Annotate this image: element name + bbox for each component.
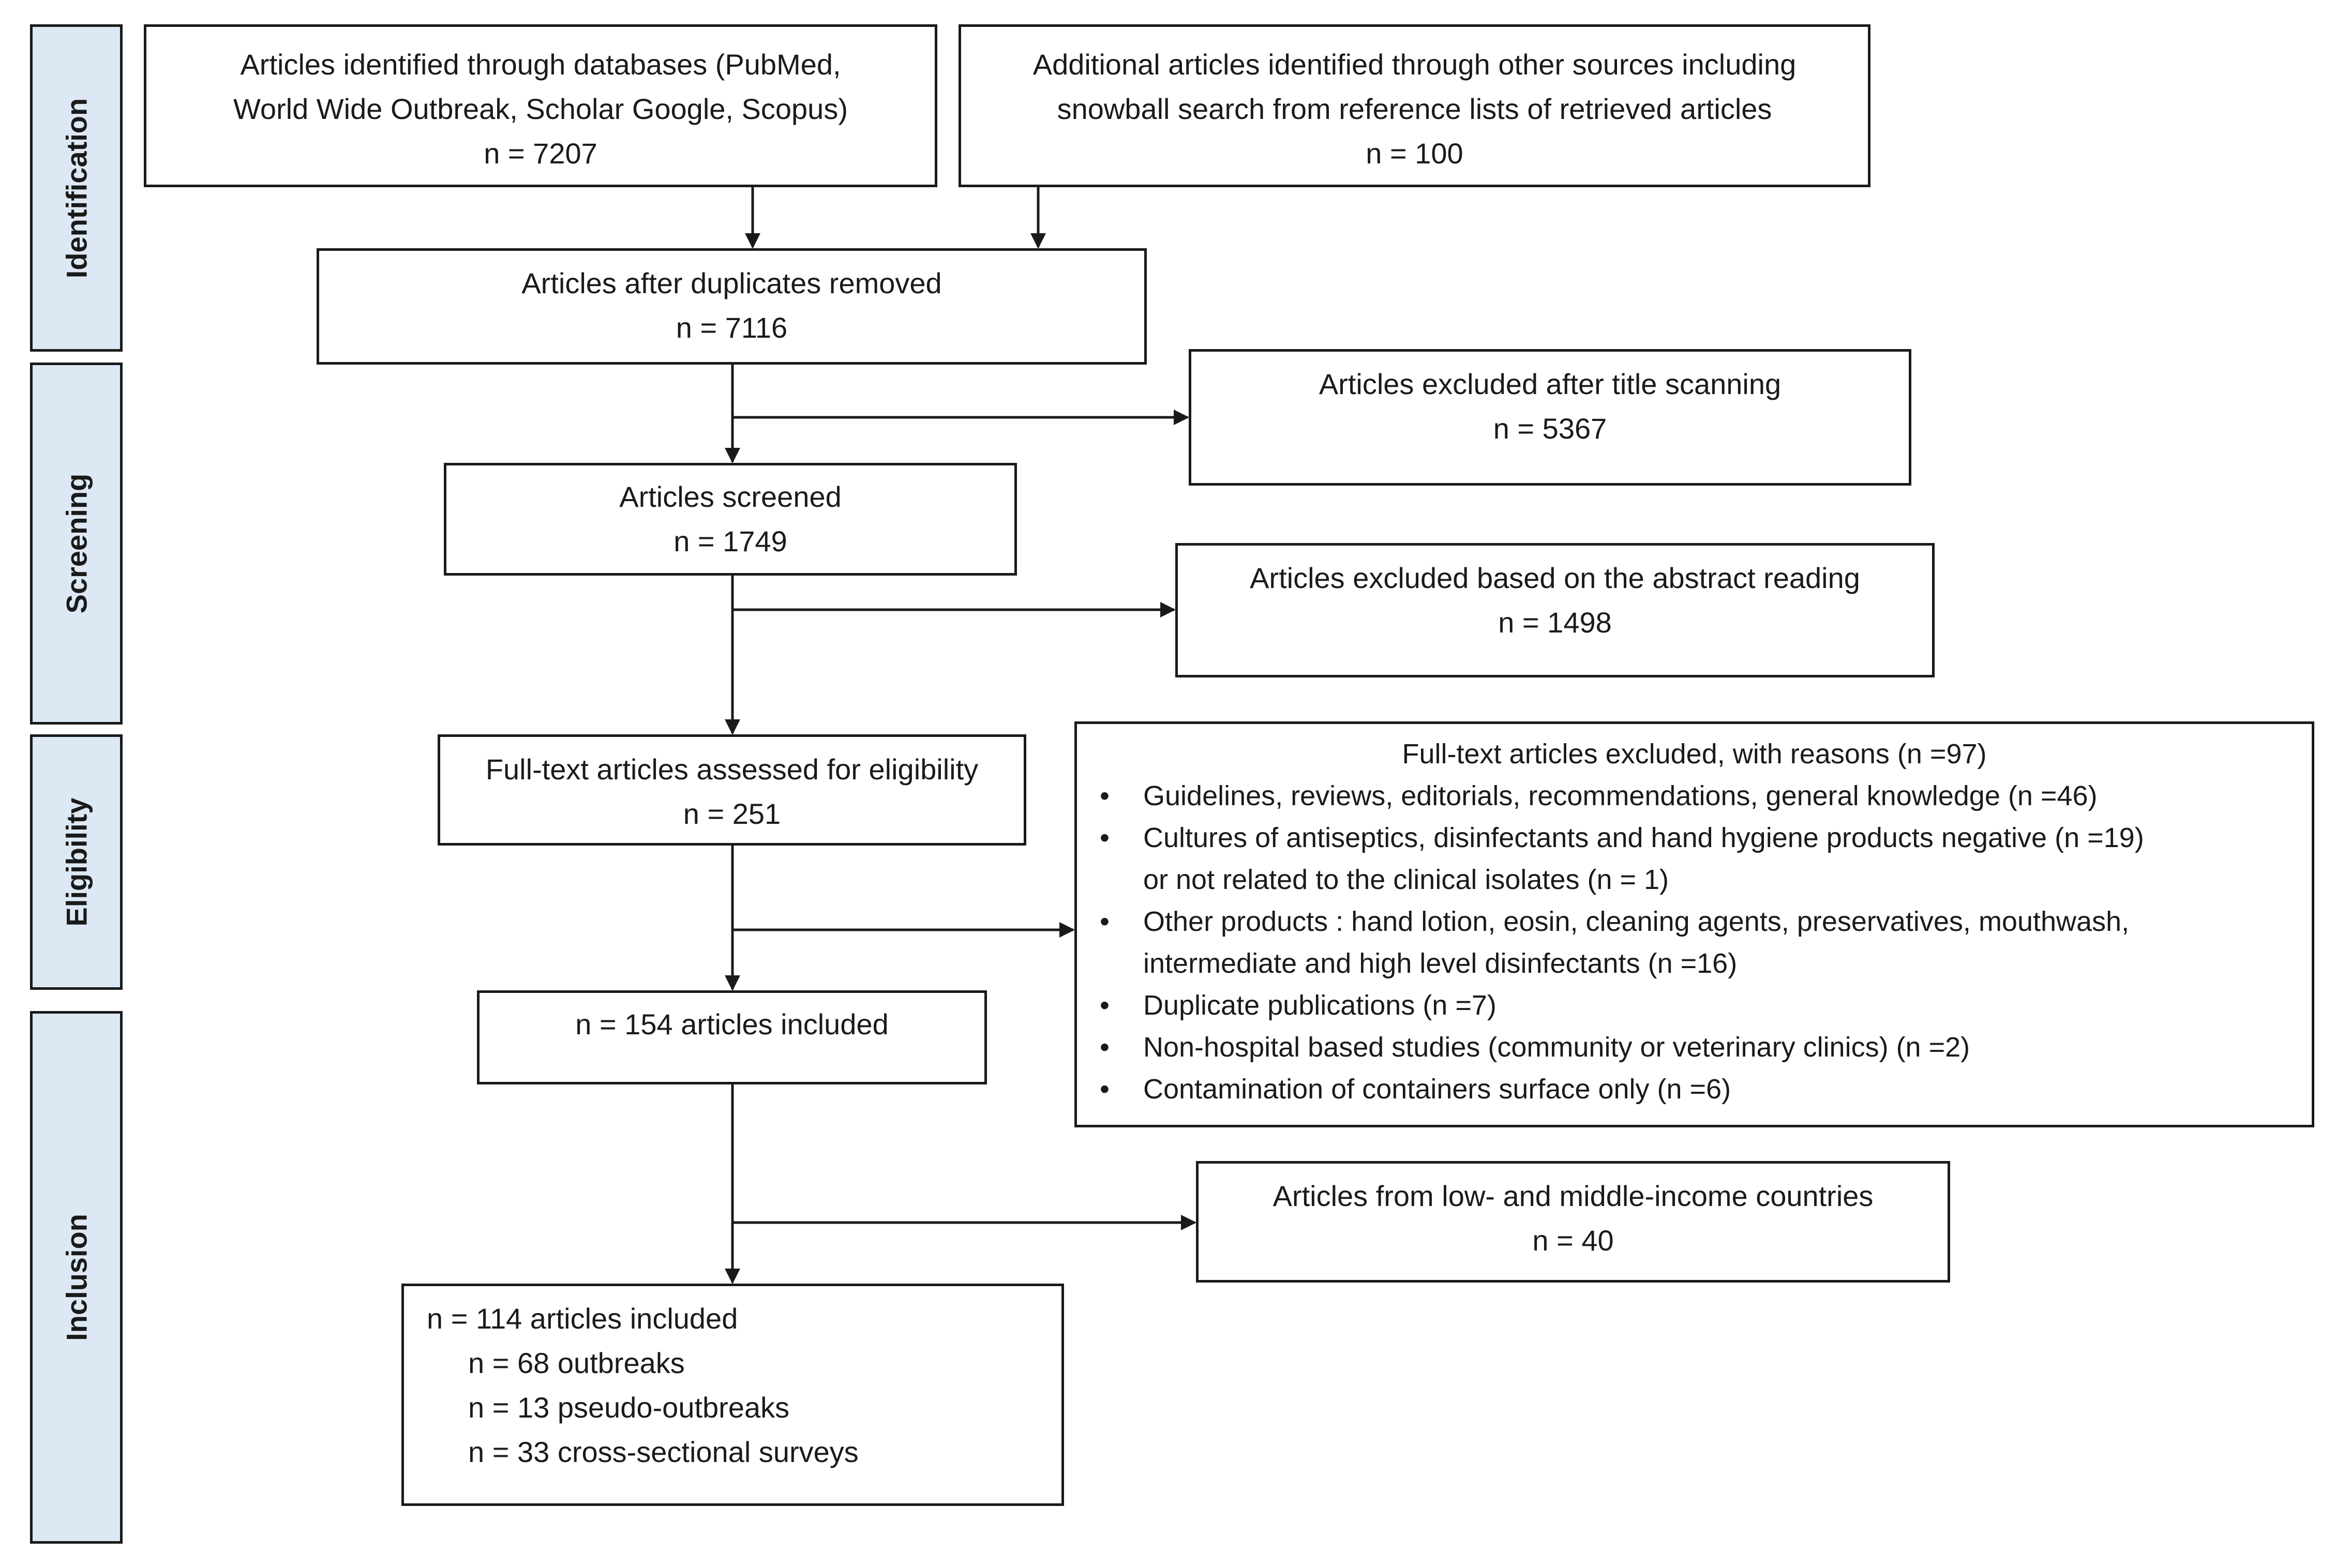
box-included-154-line1: n = 154 articles included [575,1008,889,1041]
box-screened: Articles screened n = 1749 [444,463,1017,576]
box-lmic: Articles from low- and middle-income cou… [1196,1161,1950,1283]
box-fulltext-assessed: Full-text articles assessed for eligibil… [438,734,1026,846]
phase-eligibility: Eligibility [30,734,123,990]
included-outbreaks: n = 68 outbreaks [468,1347,685,1379]
box-excluded-abstract-count: n = 1498 [1498,606,1612,639]
exclusion-reason: • Other products : hand lotion, eosin, c… [1077,901,2312,985]
box-included-114-line1: n = 114 articles included [427,1302,738,1335]
phase-identification: Identification [30,24,123,352]
bullet-icon: • [1100,822,1110,853]
exclusion-reason: • Contamination of containers surface on… [1077,1068,2312,1110]
box-fulltext-excluded: Full-text articles excluded, with reason… [1074,721,2314,1127]
box-other-sources-count: n = 100 [1366,137,1463,170]
included-cross-sectional-surveys: n = 33 cross-sectional surveys [468,1436,859,1468]
box-other-sources-line1: Additional articles identified through o… [1032,48,1797,81]
exclusion-reason: • Duplicate publications (n =7) [1077,985,2312,1027]
bullet-icon: • [1100,1074,1110,1105]
box-excluded-title: Articles excluded after title scanning n… [1189,349,1911,486]
box-duplicates-removed-line1: Articles after duplicates removed [521,267,942,299]
exclusion-reason: • Cultures of antiseptics, disinfectants… [1077,817,2312,901]
exclusion-reason: • Guidelines, reviews, editorials, recom… [1077,775,2312,817]
exclusion-reasons-list: • Guidelines, reviews, editorials, recom… [1077,775,2312,1110]
bullet-icon: • [1100,1032,1110,1063]
included-pseudo-outbreaks: n = 13 pseudo-outbreaks [468,1391,790,1424]
bullet-icon: • [1100,990,1110,1021]
box-excluded-title-line1: Articles excluded after title scanning [1319,368,1782,400]
box-other-sources: Additional articles identified through o… [959,24,1870,187]
box-excluded-abstract: Articles excluded based on the abstract … [1175,543,1935,677]
phase-screening: Screening [30,363,123,725]
box-duplicates-removed: Articles after duplicates removed n = 71… [317,248,1147,365]
phase-inclusion: Inclusion [30,1011,123,1544]
box-other-sources-line2: snowball search from reference lists of … [1057,93,1772,125]
box-lmic-count: n = 40 [1532,1224,1614,1257]
box-duplicates-removed-count: n = 7116 [676,311,788,344]
box-databases-line1: Articles identified through databases (P… [240,48,841,81]
box-fulltext-assessed-count: n = 251 [683,797,781,830]
box-included-114: n = 114 articles included n = 68 outbrea… [401,1284,1064,1506]
box-lmic-line1: Articles from low- and middle-income cou… [1273,1180,1874,1212]
bullet-icon: • [1100,780,1110,811]
box-screened-line1: Articles screened [619,480,842,513]
box-fulltext-assessed-line1: Full-text articles assessed for eligibil… [485,753,979,786]
box-screened-count: n = 1749 [673,525,787,557]
box-fulltext-excluded-title: Full-text articles excluded, with reason… [1402,738,1987,770]
box-databases-line2: World Wide Outbreak, Scholar Google, Sco… [233,93,848,125]
exclusion-reason: • Non-hospital based studies (community … [1077,1027,2312,1068]
box-databases: Articles identified through databases (P… [144,24,937,187]
bullet-icon: • [1100,906,1110,937]
box-databases-count: n = 7207 [484,137,597,170]
box-included-154: n = 154 articles included [477,990,987,1084]
box-excluded-title-count: n = 5367 [1493,412,1607,445]
box-excluded-abstract-line1: Articles excluded based on the abstract … [1250,562,1860,594]
